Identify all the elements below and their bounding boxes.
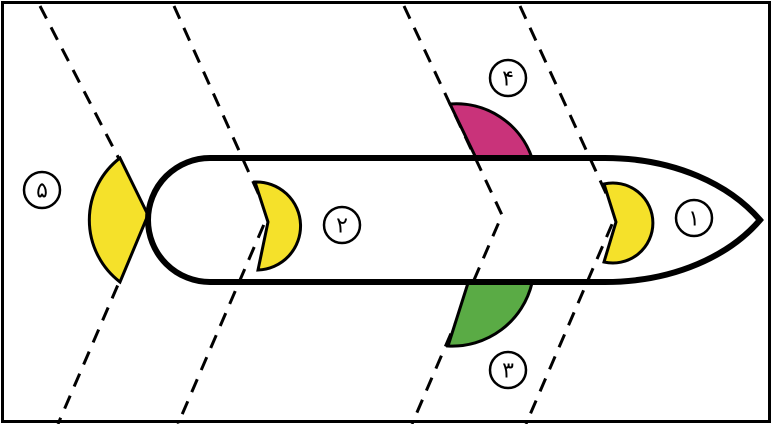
dashed-line-3	[404, 6, 502, 424]
label-4: ۴	[490, 60, 526, 96]
shape-4-magenta	[450, 104, 532, 158]
shape-3-green	[448, 283, 532, 346]
label-2: ۲	[324, 207, 360, 243]
shape-5-yellow	[89, 158, 148, 282]
svg-text:۲: ۲	[336, 214, 348, 239]
shape-1-yellow	[604, 183, 653, 263]
svg-text:۳: ۳	[502, 359, 514, 384]
svg-text:۱: ۱	[688, 207, 700, 232]
dashed-line-4	[520, 6, 616, 424]
fuselage-outline	[148, 158, 760, 282]
svg-text:۴: ۴	[502, 67, 514, 92]
dashed-line-2	[174, 6, 268, 424]
label-3: ۳	[490, 352, 526, 388]
svg-text:۵: ۵	[36, 179, 48, 204]
label-5: ۵	[24, 172, 60, 208]
label-1: ۱	[676, 200, 712, 236]
